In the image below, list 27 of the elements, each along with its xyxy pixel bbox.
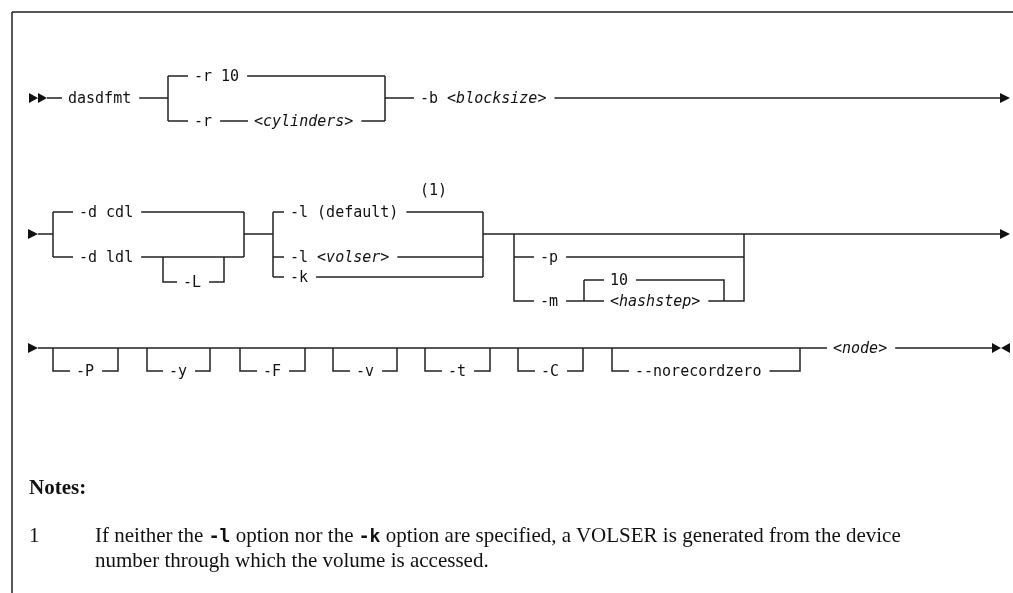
option-label: -b <blocksize> [420,89,547,107]
option-label: -l <volser> [290,248,390,266]
notes-heading: Notes: [29,474,87,500]
note-number: 1 [29,522,40,548]
variable-field: <node> [833,339,888,357]
variable-field: <cylinders> [254,112,354,130]
option-label: -P [76,362,95,380]
option-label: -d cdl [79,203,134,221]
option-label: -t [448,362,467,380]
option-label: -L [183,273,202,291]
variable-field: <hashstep> [610,292,701,310]
footnote-marker: (1) [420,181,448,199]
option-label: --norecordzero [635,362,762,380]
option-label: -m [540,292,559,310]
option-label: -l (default) [290,203,399,221]
option-label: -r [194,112,213,130]
option-value: 10 [610,271,629,289]
note-text: If neither the -l option nor the -k option are specified, a VOLSER is generated from the device number through which the volume is accessed. [95,523,902,573]
option-label: -v [356,362,375,380]
option-label: -d ldl [79,248,134,266]
option-label: -r 10 [194,67,240,85]
option-label: -k [290,268,309,286]
option-label: -F [263,362,282,380]
command-name: dasdfmt [68,89,132,107]
option-label: -C [541,362,560,380]
option-label: -p [540,248,559,266]
option-label: -y [169,362,188,380]
